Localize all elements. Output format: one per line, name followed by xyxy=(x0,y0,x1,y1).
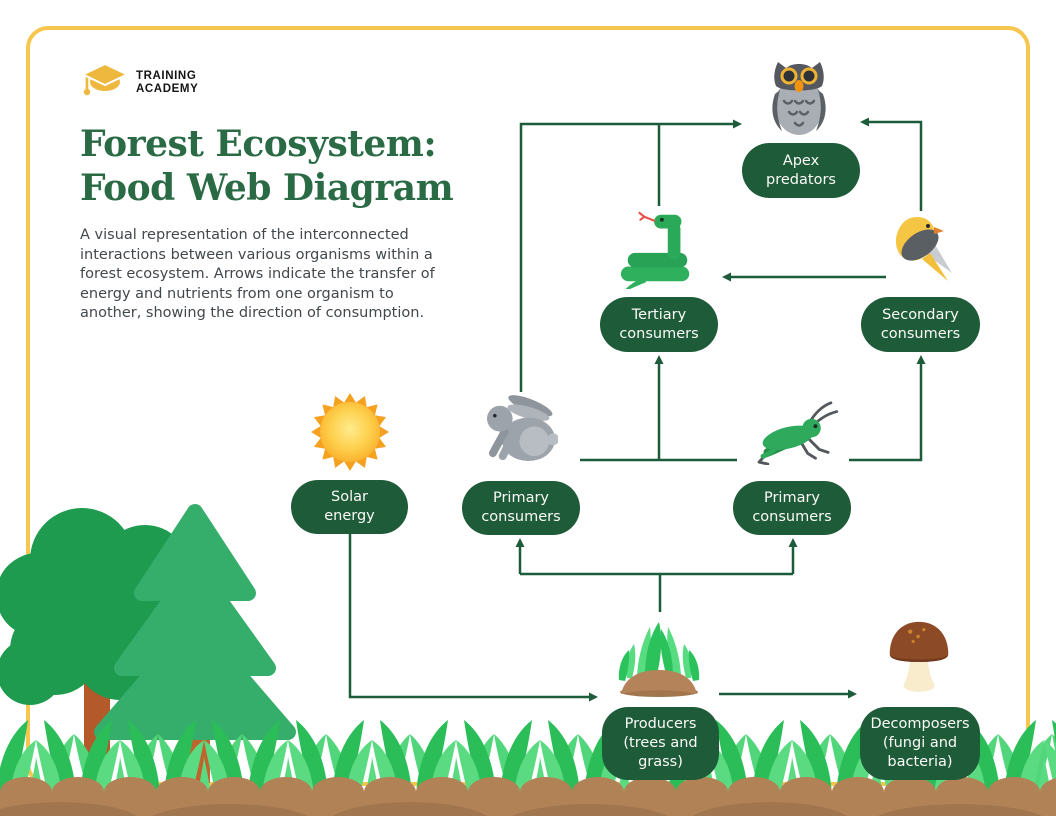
logo-text: TRAINING ACADEMY xyxy=(136,70,199,95)
node-label-tertiary-consumers: Tertiary consumers xyxy=(600,297,718,352)
logo: TRAINING ACADEMY xyxy=(80,62,453,104)
sun-icon xyxy=(310,392,390,472)
header: TRAINING ACADEMY Forest Ecosystem: Food … xyxy=(80,62,454,324)
node-label-decomposers: Decomposers (fungi and bacteria) xyxy=(860,707,980,780)
page-description: A visual representation of the interconn… xyxy=(80,227,435,321)
node-label-producers: Producers (trees and grass) xyxy=(602,707,719,780)
grasshopper-icon xyxy=(750,397,842,465)
rabbit-icon xyxy=(483,392,558,465)
snake-icon xyxy=(617,207,699,289)
node-label-solar-energy: Solar energy xyxy=(291,480,408,534)
node-label-secondary-consumers: Secondary consumers xyxy=(861,297,980,352)
node-label-primary-consumers-right: Primary consumers xyxy=(733,481,851,535)
mushroom-icon xyxy=(884,617,954,697)
graduation-cap-icon xyxy=(80,62,128,104)
owl-icon xyxy=(766,56,832,136)
bird-icon xyxy=(884,211,956,287)
grass-strip xyxy=(0,720,1056,816)
pine-tree xyxy=(94,504,296,783)
page-title: Forest Ecosystem: Food Web Diagram xyxy=(80,123,454,209)
grass-tuft-icon xyxy=(615,620,703,698)
node-label-apex-predators: Apex predators xyxy=(742,143,860,198)
background-trees xyxy=(0,504,296,783)
node-label-primary-consumers-left: Primary consumers xyxy=(462,481,580,535)
